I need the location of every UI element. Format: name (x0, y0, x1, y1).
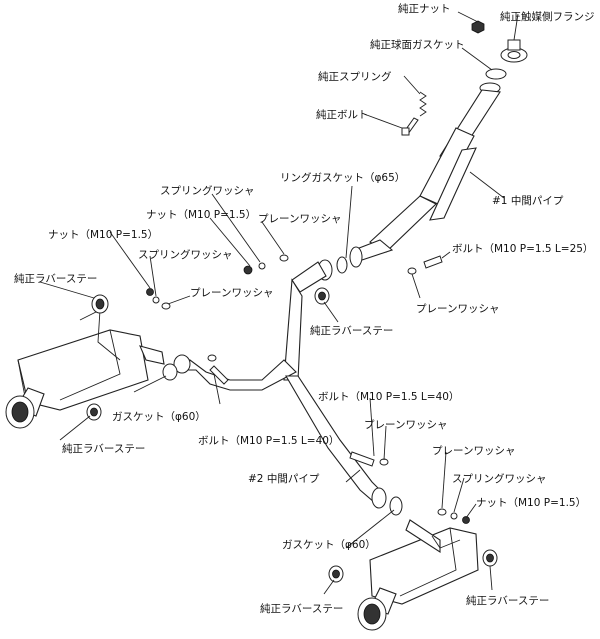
label-rubber-stay-left-top: 純正ラバーステー (14, 272, 97, 285)
right-tail-tip-hole (363, 603, 381, 625)
nut-m10-right-shape (462, 516, 470, 524)
spring-washer-right-shape (450, 512, 458, 520)
bolt-l40-right-shape (349, 451, 375, 467)
label-nut-m10-left: ナット（M10 P=1.5） (48, 229, 158, 241)
label-genuine-nut: 純正ナット (398, 2, 451, 15)
label-rubber-stay-right-bottom: 純正ラバーステー (260, 602, 343, 615)
label-plain-washer-right-2: プレーンワッシャ (432, 445, 515, 457)
label-plain-washer-right-1: プレーンワッシャ (364, 419, 447, 431)
left-muffler-drawing (5, 309, 165, 429)
mid-pipe-1-drawing (349, 39, 528, 268)
label-genuine-spring: 純正スプリング (318, 70, 392, 83)
left-muffler-inlet (139, 345, 165, 365)
genuine-spring-shape (419, 91, 427, 117)
label-plain-washer-right: プレーンワッシャ (416, 303, 499, 315)
label-mid-pipe-2: #2 中間パイプ (248, 472, 320, 485)
label-rubber-stay-right: 純正ラバーステー (466, 594, 549, 607)
label-spring-washer-left: スプリングワッシャ (138, 248, 233, 261)
plain-washer-right-shape (407, 267, 417, 275)
washer-left-bolt-shape (207, 354, 217, 362)
label-gasket-60-left: ガスケット（φ60） (112, 411, 206, 423)
label-bolt-m10-l40-right: ボルト（M10 P=1.5 L=40） (318, 391, 459, 403)
right-muffler-hanger (431, 535, 461, 549)
label-rubber-stay-left-bottom: 純正ラバーステー (62, 442, 145, 455)
label-spring-washer-right: スプリングワッシャ (452, 472, 547, 485)
spring-washer-left-shape (152, 296, 160, 304)
rubber-stay-right-shape (482, 549, 498, 567)
rubber-stay-center-shape (314, 287, 330, 305)
left-muffler-hanger (79, 309, 121, 361)
label-plain-washer-mid: プレーンワッシャ (190, 287, 273, 299)
bolt-l40-left-shape (209, 365, 229, 385)
bolt-l25-shape (423, 255, 443, 269)
catalyst-flange-hole (507, 51, 521, 59)
catalyst-flange-neck (507, 39, 521, 51)
rubber-stay-left-top-shape (91, 294, 109, 314)
pipe-1-outlet-flange (349, 246, 363, 268)
pipe-2-left-outlet-flange (173, 354, 191, 374)
plain-washer-top-shape (279, 254, 289, 262)
part-labels: 純正ナット 純正触媒側フランジ 純正球面ガスケット 純正スプリング 純正ボルト … (14, 2, 595, 615)
label-bolt-m10-l40-left: ボルト（M10 P=1.5 L=40） (198, 435, 339, 447)
label-gasket-60-right: ガスケット（φ60） (282, 539, 376, 551)
pipe-2-left-branch (185, 359, 297, 391)
genuine-bolt-head (401, 127, 410, 136)
leader-lines (39, 11, 519, 595)
nut-m10-top-shape (243, 265, 253, 275)
label-plain-washer-top: プレーンワッシャ (258, 213, 341, 225)
rubber-stay-right-bottom-shape (328, 565, 344, 583)
nut-m10-left-shape (146, 288, 154, 296)
label-genuine-catalyst-flange: 純正触媒側フランジ (500, 10, 595, 23)
label-genuine-spherical-gasket: 純正球面ガスケット (370, 38, 465, 51)
pipe-1-side-branch (429, 147, 477, 221)
label-nut-m10-right: ナット（M10 P=1.5） (476, 497, 586, 509)
label-mid-pipe-1: #1 中間パイプ (492, 194, 564, 207)
label-spring-washer-top: スプリングワッシャ (160, 184, 255, 197)
label-nut-m10-top: ナット（M10 P=1.5） (146, 209, 256, 221)
spring-washer-top-shape (258, 262, 266, 270)
pipe-2-right-outlet-flange (371, 487, 387, 509)
label-ring-gasket: リングガスケット（φ65） (280, 171, 405, 184)
gasket-60-left-shape (162, 363, 178, 381)
right-muffler-drawing (357, 519, 479, 631)
rubber-stay-left-bottom-shape (86, 403, 102, 421)
genuine-nut-shape (471, 20, 485, 34)
right-muffler-inlet (405, 519, 441, 554)
plain-washer-right-2-shape (437, 508, 447, 516)
ring-gasket-shape (336, 256, 348, 274)
spherical-gasket-shape (485, 68, 507, 80)
label-genuine-bolt: 純正ボルト (316, 108, 369, 121)
plain-washer-mid-shape (161, 302, 171, 310)
label-bolt-m10-l25: ボルト（M10 P=1.5 L=25） (452, 243, 593, 255)
left-tail-tip-hole (11, 401, 29, 423)
label-rubber-stay-center: 純正ラバーステー (310, 324, 393, 337)
